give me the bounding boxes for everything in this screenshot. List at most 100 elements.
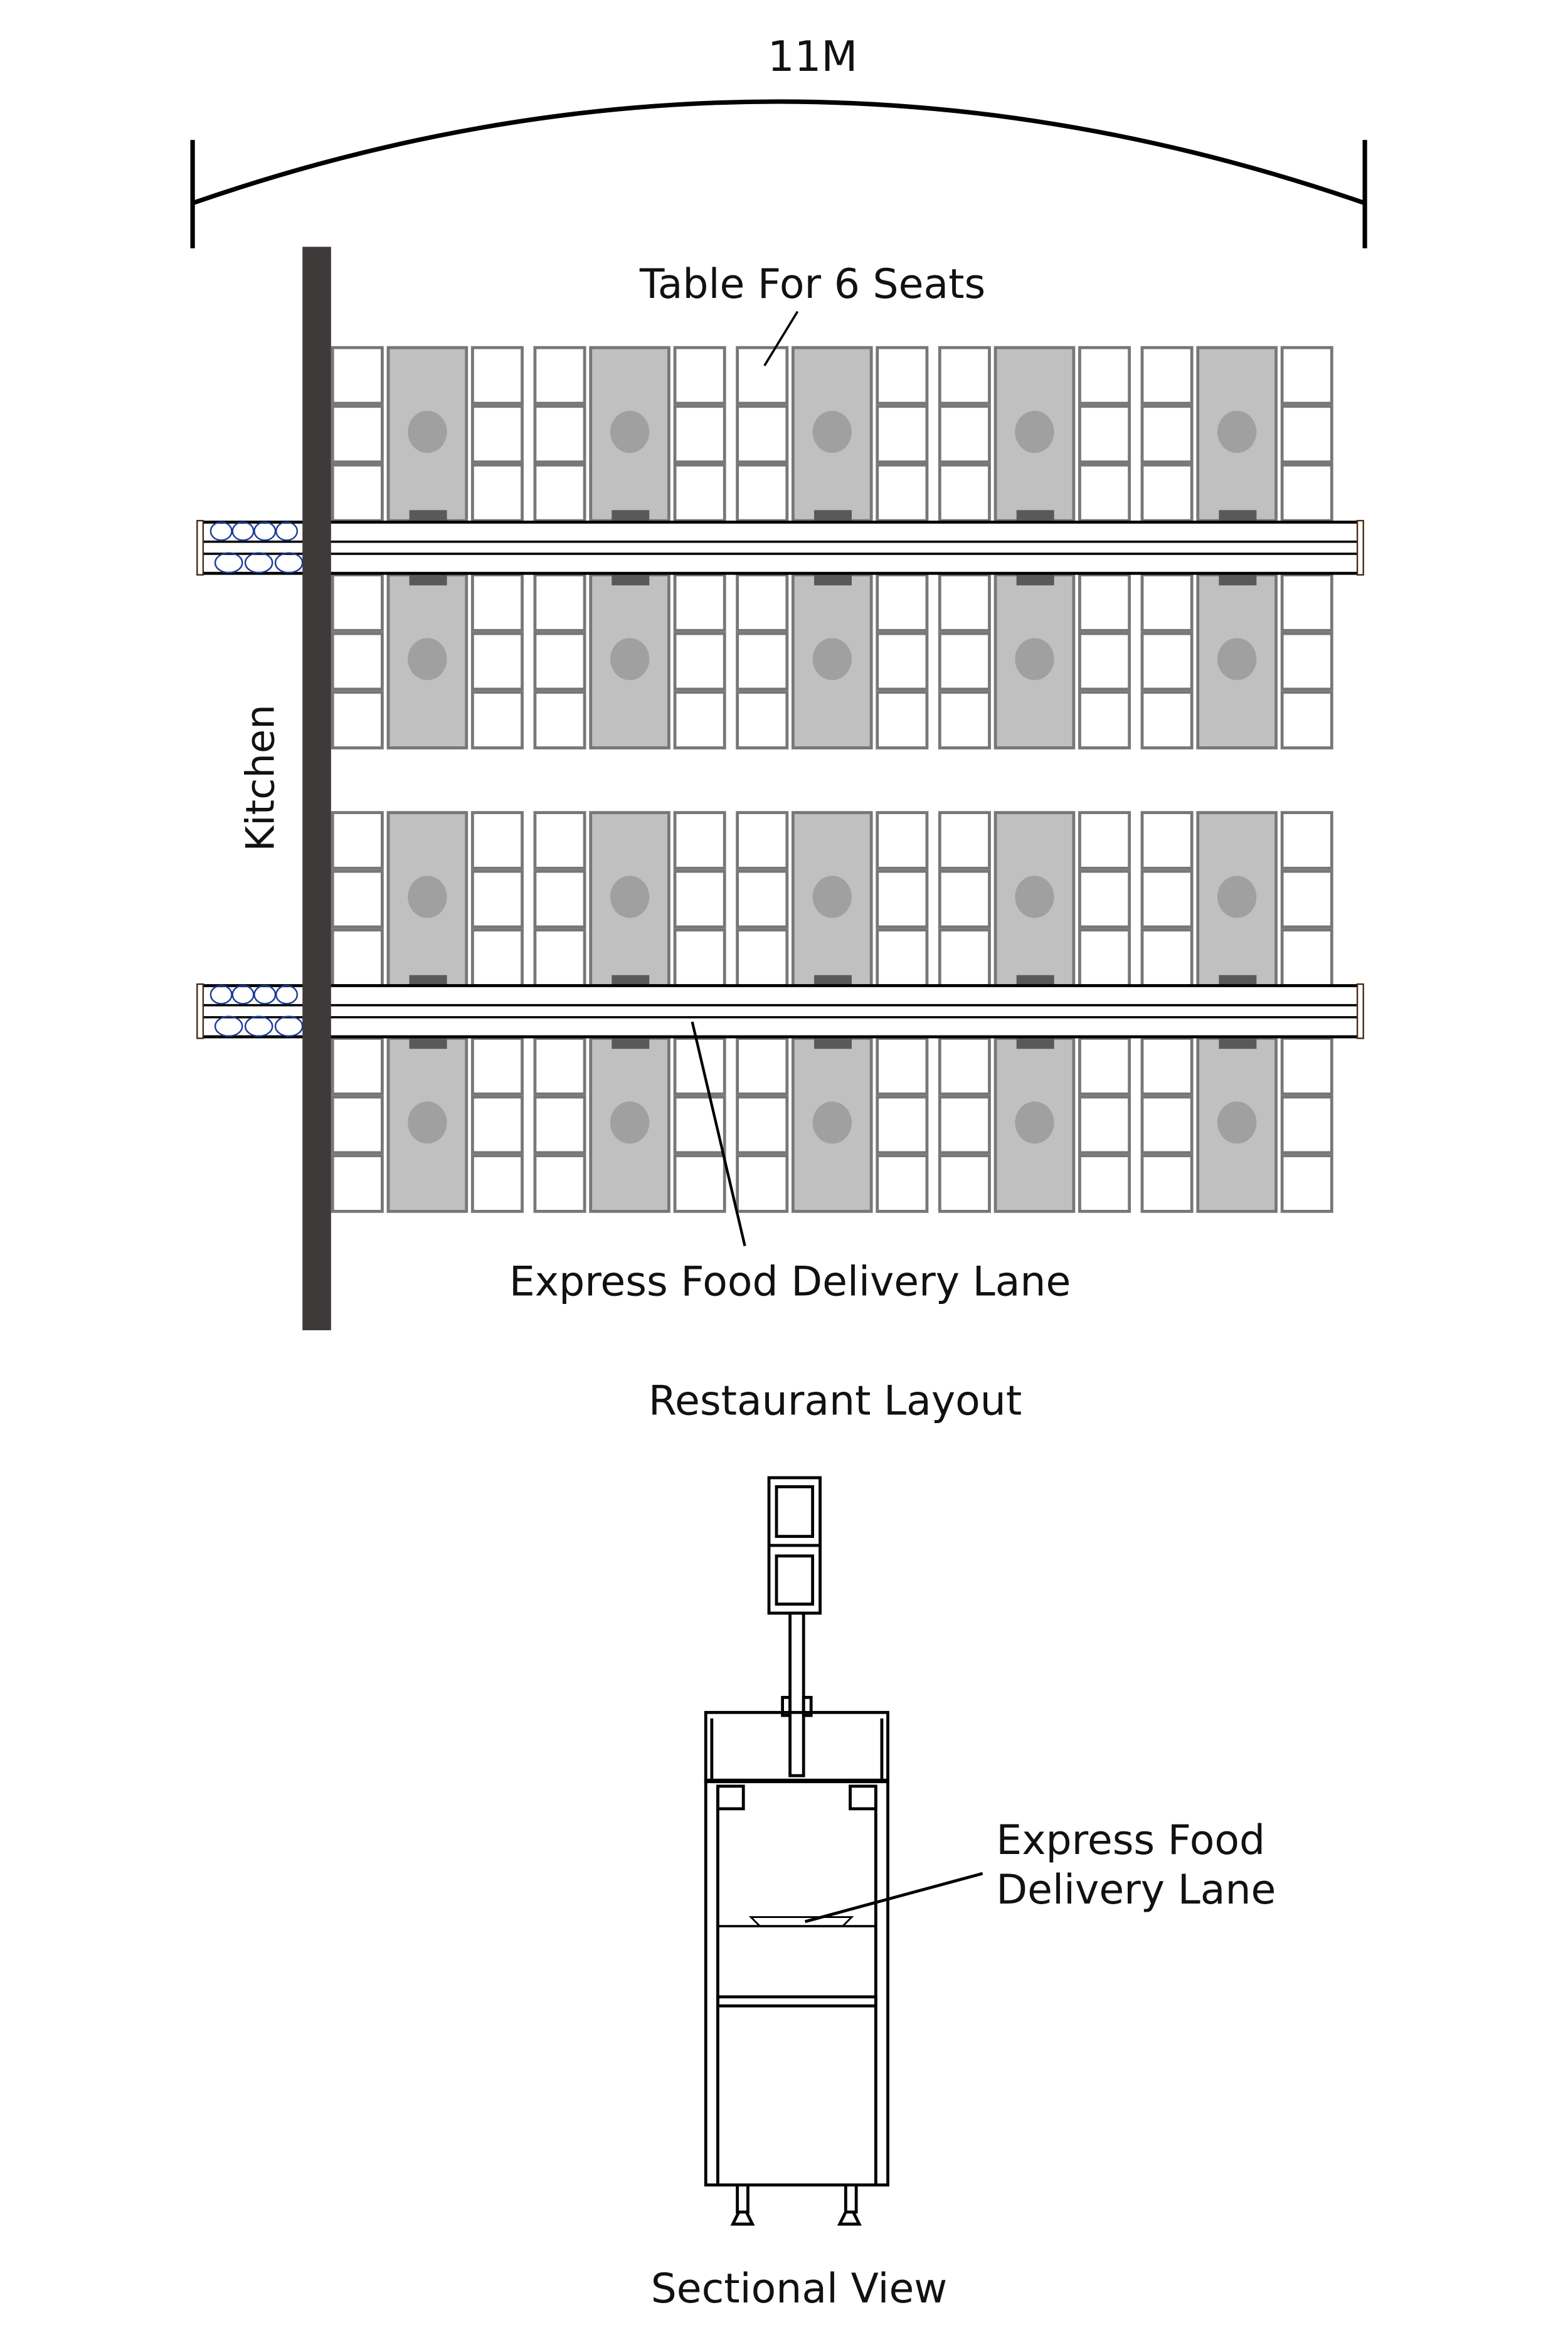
seat [1280,463,1333,522]
seat [876,1154,929,1213]
seat [1140,869,1194,929]
seat [1078,1154,1131,1213]
seat [470,405,524,464]
delivery-port [612,575,650,586]
plate [408,410,447,453]
table-group [938,346,1131,522]
lane-track [200,985,1362,1037]
lane-label: Express Food Delivery Lane [509,1259,1071,1306]
seat [331,573,384,632]
seat [876,573,929,632]
delivery-port [409,575,447,586]
plate [1015,638,1054,681]
plate [610,638,650,681]
seat [673,573,726,632]
seat [1078,811,1131,870]
plate [812,410,852,453]
delivery-port [612,510,650,521]
lane-leader-line [691,1021,746,1247]
delivery-port [1016,975,1054,986]
plate [1217,876,1257,918]
seat [1140,1154,1194,1213]
seat [1280,869,1333,929]
seat [331,869,384,929]
seat [331,691,384,750]
seat [876,869,929,929]
seat [1140,632,1194,691]
seat [470,1154,524,1213]
seat [1280,928,1333,987]
seat [876,463,929,522]
seat [470,1095,524,1155]
section-leader-line [804,1872,983,1924]
seat [1280,1037,1333,1096]
seat [938,811,991,870]
layout-title: Restaurant Layout [649,1377,1022,1424]
seat [938,463,991,522]
seat [673,928,726,987]
roller-icon [275,521,299,541]
seat [331,928,384,987]
screen-pole [788,1611,805,1777]
seat [331,632,384,691]
section-lane-label-line1: Express Food [996,1817,1265,1864]
delivery-port [409,510,447,521]
table-group [938,811,1131,987]
seat [673,346,726,405]
table-group [1140,1037,1333,1213]
seat [470,1037,524,1096]
dimension-label: 11M [768,32,857,81]
seat [1280,632,1333,691]
seat [533,928,586,987]
seat [533,573,586,632]
seat [1280,1154,1333,1213]
seat [736,1095,789,1155]
table-group [736,346,929,522]
plate [1217,1101,1257,1144]
seat [938,869,991,929]
seat [938,928,991,987]
plate [1015,876,1054,918]
seat [736,869,789,929]
delivery-port [813,575,852,586]
seat [533,632,586,691]
seat [533,811,586,870]
plate [812,1101,852,1144]
delivery-tray [748,1916,854,1927]
table-group [938,573,1131,750]
delivery-port [1219,1038,1257,1049]
plate [1217,410,1257,453]
seat [1140,346,1194,405]
plate [610,1101,650,1144]
seat [331,463,384,522]
foot-left [730,2185,755,2226]
table-group [533,573,726,750]
delivery-port [1016,575,1054,586]
table-group [736,573,929,750]
seat [876,811,929,870]
plate [408,1101,447,1144]
seat [876,405,929,464]
section-title: Sectional View [651,2265,948,2312]
lane-end-cap [1356,983,1364,1039]
table-grid [331,346,1333,1213]
seat [1140,463,1194,522]
seat [1280,691,1333,750]
seat [331,405,384,464]
seat [736,463,789,522]
seat [1140,573,1194,632]
seat [673,1037,726,1096]
plate [408,638,447,681]
plate [610,410,650,453]
seat [1140,811,1194,870]
plate [610,876,650,918]
seat [1078,463,1131,522]
plate [408,876,447,918]
seat [1280,573,1333,632]
plate [812,876,852,918]
seat [470,346,524,405]
seat [1140,1095,1194,1155]
seat [470,463,524,522]
seat [938,691,991,750]
